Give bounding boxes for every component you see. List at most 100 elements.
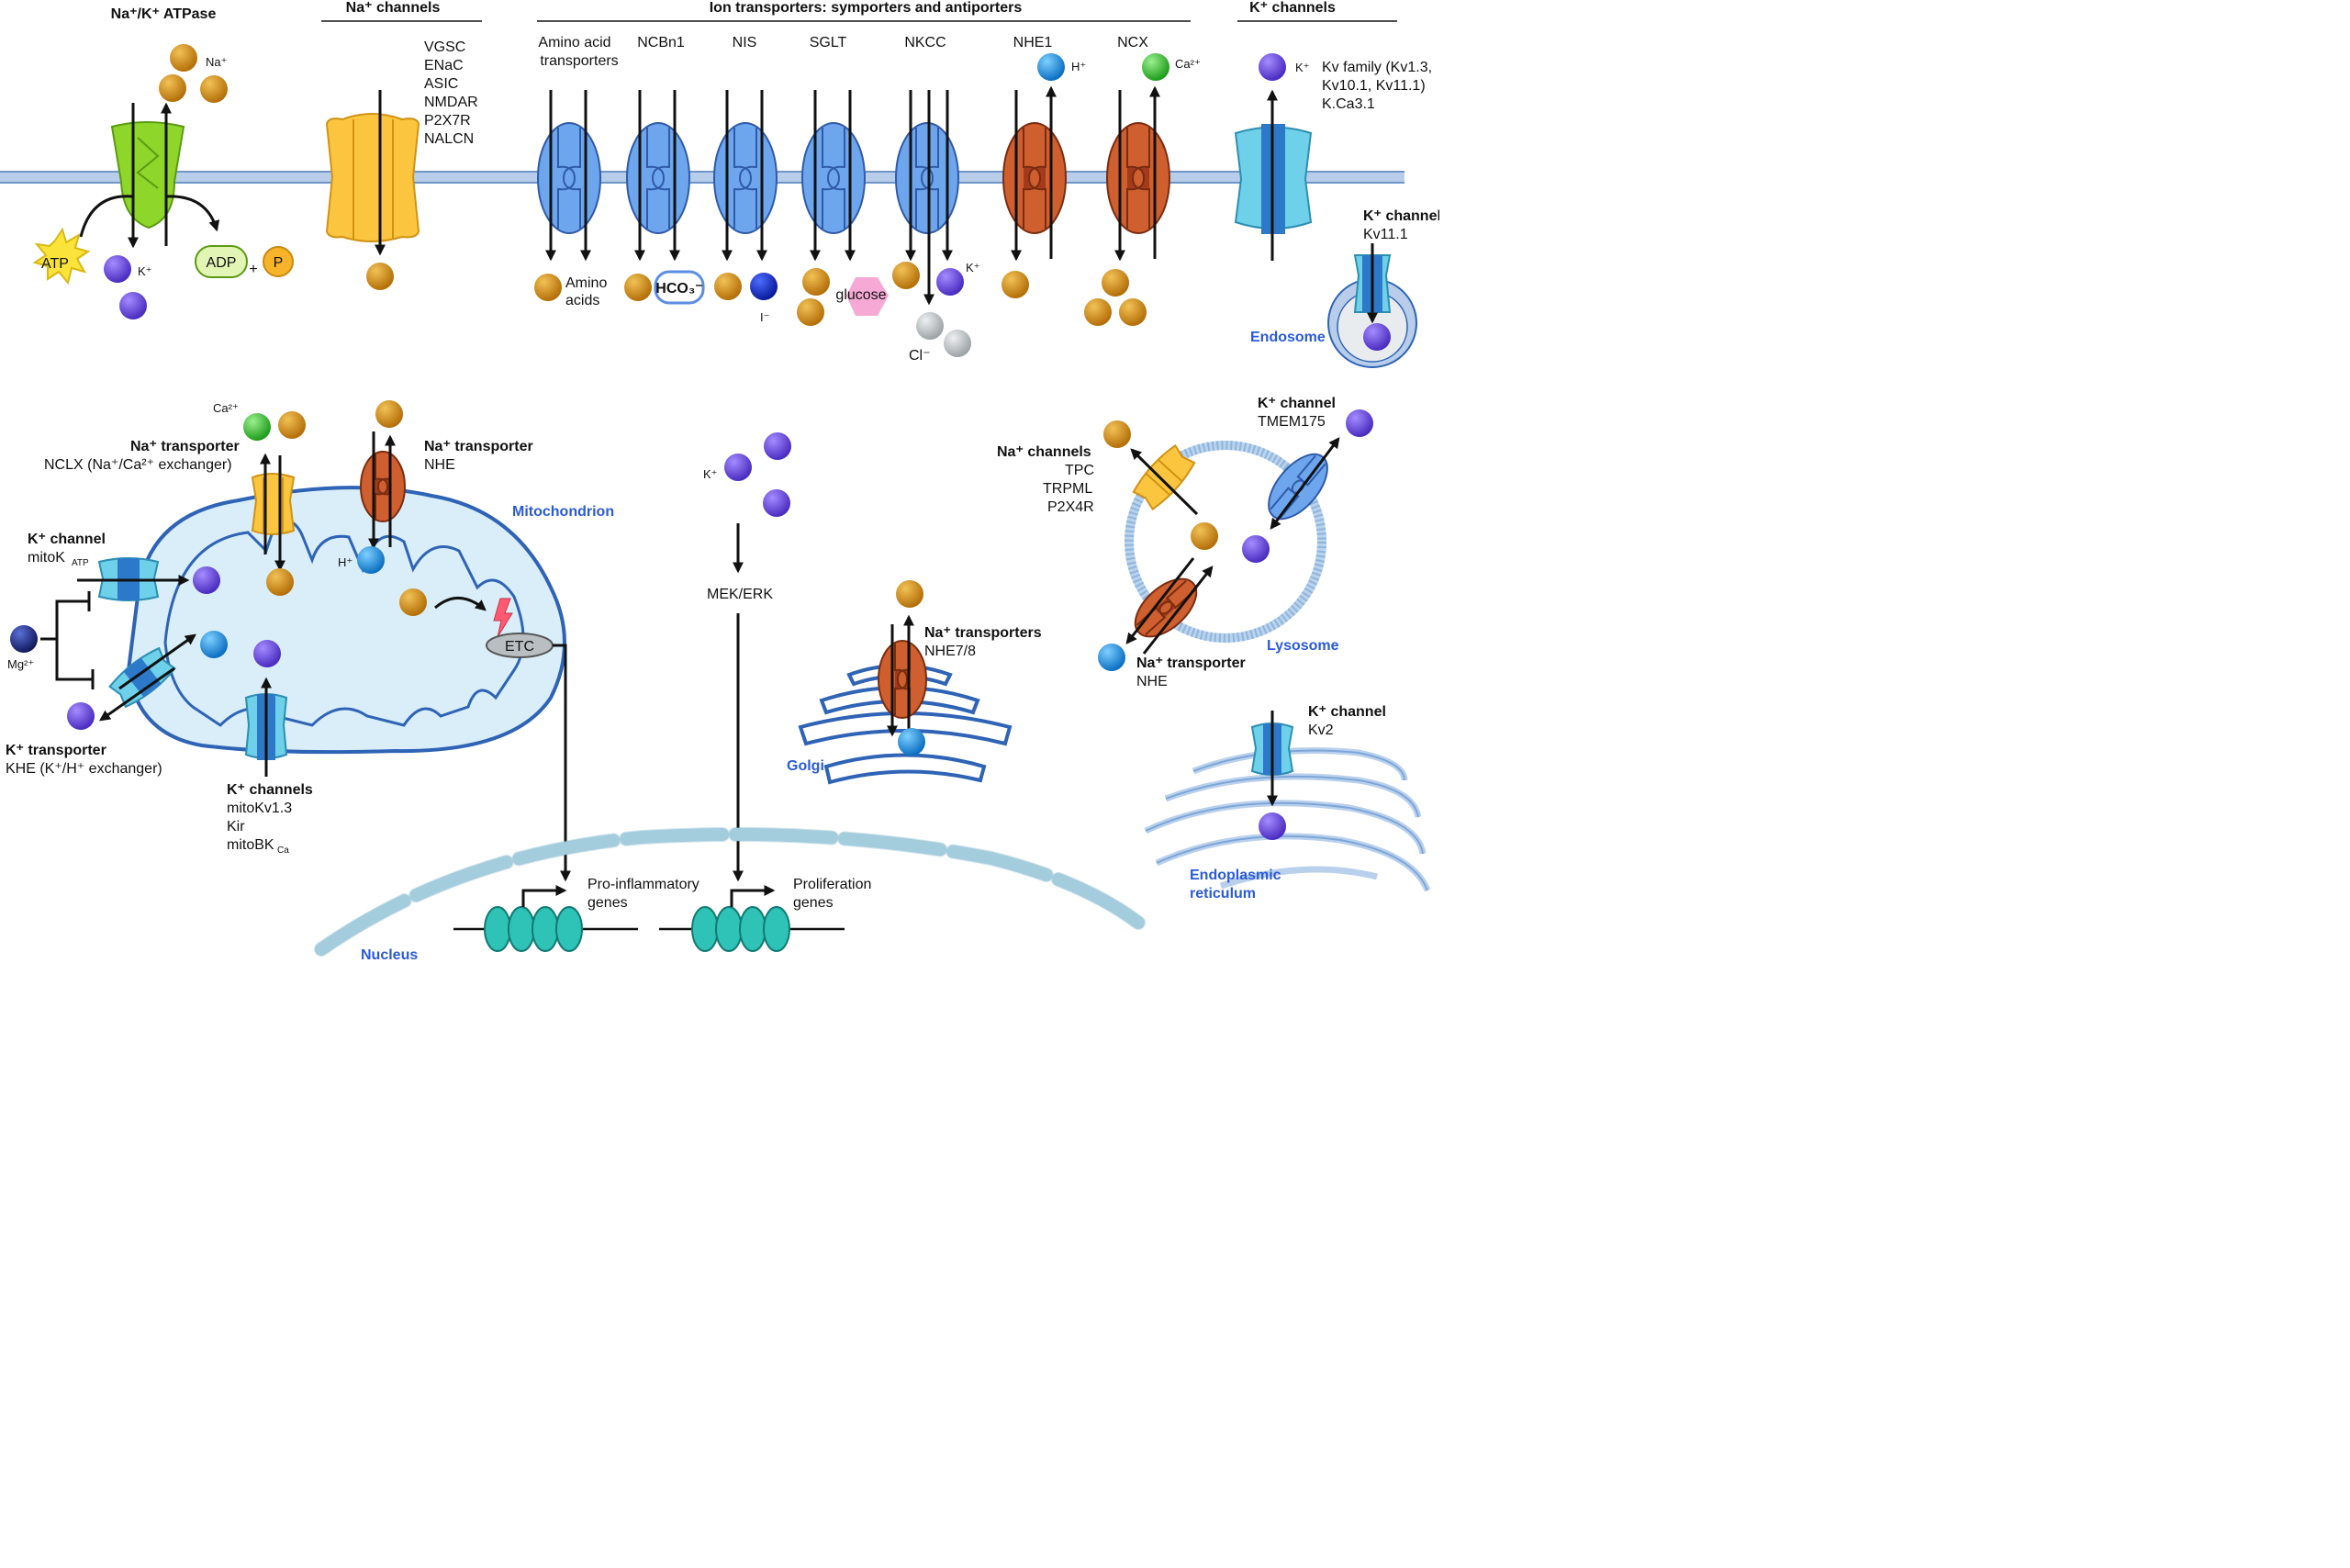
hco3-label: HCO₃⁻ <box>655 281 702 297</box>
proinf-genes-2: genes <box>588 895 628 911</box>
glucose-label: glucose <box>835 287 886 303</box>
k-label-cyto: K⁺ <box>703 467 718 481</box>
kch-mito-subscript: Ca <box>277 846 289 856</box>
k-channel-item-2: Kv10.1, Kv11.1) <box>1322 78 1426 94</box>
mito-name: Mitochondrion <box>512 504 614 520</box>
endosome-name: Endosome <box>1250 330 1326 345</box>
lyso-nhe-title: Na⁺ transporter <box>1136 655 1246 671</box>
endosome-sub: Kv11.1 <box>1363 227 1408 242</box>
adp-label: ADP <box>207 255 237 271</box>
transporter-labels: Amino acid transporters NCBn1 NIS SGLT N… <box>538 35 1148 69</box>
prolif-genes-1: Proliferation <box>793 877 871 892</box>
symporter-nkcc <box>895 90 959 306</box>
iodide-label: I⁻ <box>760 310 769 324</box>
transporter-name-nis: NIS <box>733 35 757 50</box>
er-sub: Kv2 <box>1308 722 1334 738</box>
lysosome: Lysosome K⁺ channel TMEM175 Na⁺ channels… <box>997 396 1373 689</box>
ca-label-mito: Ca²⁺ <box>213 401 239 415</box>
etc-label: ETC <box>505 639 534 655</box>
khe-sub: KHE (K⁺/H⁺ exchanger) <box>6 761 162 777</box>
transporter-ions: Amino acids HCO₃⁻ I⁻ glucose K⁺ Cl⁻ H⁺ C… <box>534 53 1201 364</box>
k-channel-item-3: K.Ca3.1 <box>1322 96 1375 112</box>
lightning-icon <box>493 598 513 638</box>
ca-label-ncx: Ca²⁺ <box>1175 57 1201 71</box>
k-label-kv: K⁺ <box>1295 61 1310 74</box>
symporter-nis <box>713 90 778 262</box>
mek-erk-pathway: K⁺ MEK/ERK <box>703 432 791 882</box>
transporter-name-sglt: SGLT <box>810 35 847 50</box>
nhe-mito-sub: NHE <box>424 457 455 473</box>
antiporter-nhe1 <box>1002 85 1067 262</box>
adp-pill <box>195 245 248 278</box>
transporter-name-nkcc: NKCC <box>904 35 946 50</box>
amino-acids-label-2: acids <box>565 293 599 308</box>
na-channel-item-5: P2X7R <box>424 113 471 129</box>
amino-acids-label-1: Amino <box>565 275 607 291</box>
plus-label: + <box>249 262 257 277</box>
lysosome-name: Lysosome <box>1267 638 1339 654</box>
er-name-1: Endoplasmic <box>1190 868 1281 883</box>
header-k-channels: K⁺ channels <box>1249 0 1336 16</box>
k-channel-top: K⁺ Kv family (Kv1.3, Kv10.1, Kv11.1) K.C… <box>1234 53 1432 261</box>
lyso-na-item-1: TPC <box>1065 463 1094 478</box>
kch-mito-item-3: mitoBK <box>227 837 274 853</box>
lyso-na-title: Na⁺ channels <box>997 444 1091 460</box>
symporter-ncbn1 <box>626 90 690 262</box>
na-channel-item-1: VGSC <box>424 39 465 55</box>
nclx-title: Na⁺ transporter <box>130 439 240 454</box>
na-channel-top: VGSC ENaC ASIC NMDAR P2X7R NALCN <box>325 39 478 290</box>
header-atpase: Na⁺/K⁺ ATPase <box>111 6 217 22</box>
katp-title: K⁺ channel <box>28 532 106 547</box>
k-label-atpase: K⁺ <box>138 264 152 278</box>
kch-mito-title: K⁺ channels <box>227 782 313 798</box>
glucose-hexagon <box>846 277 889 316</box>
nucleus-name: Nucleus <box>361 947 418 960</box>
endosome-title: K⁺ channel <box>1363 208 1439 224</box>
symporter-amino-acid <box>537 90 601 262</box>
plasma-membrane <box>0 171 1404 184</box>
header-ion-transporters: Ion transporters: symporters and antipor… <box>710 0 1023 16</box>
nucleus: Nucleus Pro-inflammatory genes Prolifera… <box>314 826 1146 960</box>
nclx-sub: NCLX (Na⁺/Ca²⁺ exchanger) <box>44 457 232 473</box>
transporter-name-ncx: NCX <box>1117 35 1148 50</box>
na-channel-item-4: NMDAR <box>424 95 478 110</box>
er-title: K⁺ channel <box>1308 704 1386 720</box>
na-channel-item-2: ENaC <box>424 58 464 73</box>
lyso-na-item-3: P2X4R <box>1047 499 1094 515</box>
kch-mito-item-1: mitoKv1.3 <box>227 801 292 816</box>
k-channel-item-1: Kv family (Kv1.3, <box>1322 60 1432 75</box>
nhe-mito-title: Na⁺ transporter <box>424 439 533 454</box>
golgi-name: Golgi <box>787 758 824 774</box>
header-na-channels: Na⁺ channels <box>346 0 441 16</box>
k-label-nkcc: K⁺ <box>966 261 980 274</box>
katp-subscript: ATP <box>72 558 89 568</box>
transporter-name-nhe1: NHE1 <box>1013 35 1053 50</box>
hco3-pill <box>654 270 705 305</box>
p-label: P <box>274 255 284 271</box>
lyso-kch-title: K⁺ channel <box>1258 396 1336 411</box>
section-headers: Na⁺/K⁺ ATPase Na⁺ channels Ion transport… <box>111 0 1397 22</box>
phosphate <box>263 246 294 277</box>
proinf-genes-1: Pro-inflammatory <box>588 877 699 892</box>
lyso-nhe-sub: NHE <box>1136 674 1168 689</box>
ion-channel-diagram: Na⁺/K⁺ ATPase Na⁺ channels Ion transport… <box>0 0 1439 960</box>
kch-mito-item-2: Kir <box>227 819 245 834</box>
golgi-sub: NHE7/8 <box>924 644 976 659</box>
cl-label: Cl⁻ <box>909 348 931 364</box>
na-channel-item-3: ASIC <box>424 76 458 92</box>
transporter-name-aa-1: Amino acid <box>538 35 610 50</box>
h-label-mito: H⁺ <box>338 555 352 569</box>
h-label-nhe1: H⁺ <box>1071 60 1086 73</box>
na-k-atpase: ATP ADP + P Na⁺ K⁺ <box>32 44 294 319</box>
lyso-kch-sub: TMEM175 <box>1258 414 1326 430</box>
mitochondrion: Mitochondrion Ca²⁺ Na⁺ transporter NCLX … <box>6 400 614 882</box>
endoplasmic-reticulum: K⁺ channel Kv2 Endoplasmic reticulum <box>1144 704 1431 902</box>
khe-title: K⁺ transporter <box>6 743 106 758</box>
transporter-name-aa-2: transporters <box>540 53 618 69</box>
prolif-genes-2: genes <box>793 895 834 911</box>
antiporter-ncx <box>1106 85 1170 262</box>
endosome: K⁺ channel Kv11.1 Endosome <box>1250 208 1439 368</box>
symporter-sglt <box>801 90 866 262</box>
mg-label: Mg²⁺ <box>7 657 34 671</box>
lyso-na-item-2: TRPML <box>1043 481 1092 497</box>
